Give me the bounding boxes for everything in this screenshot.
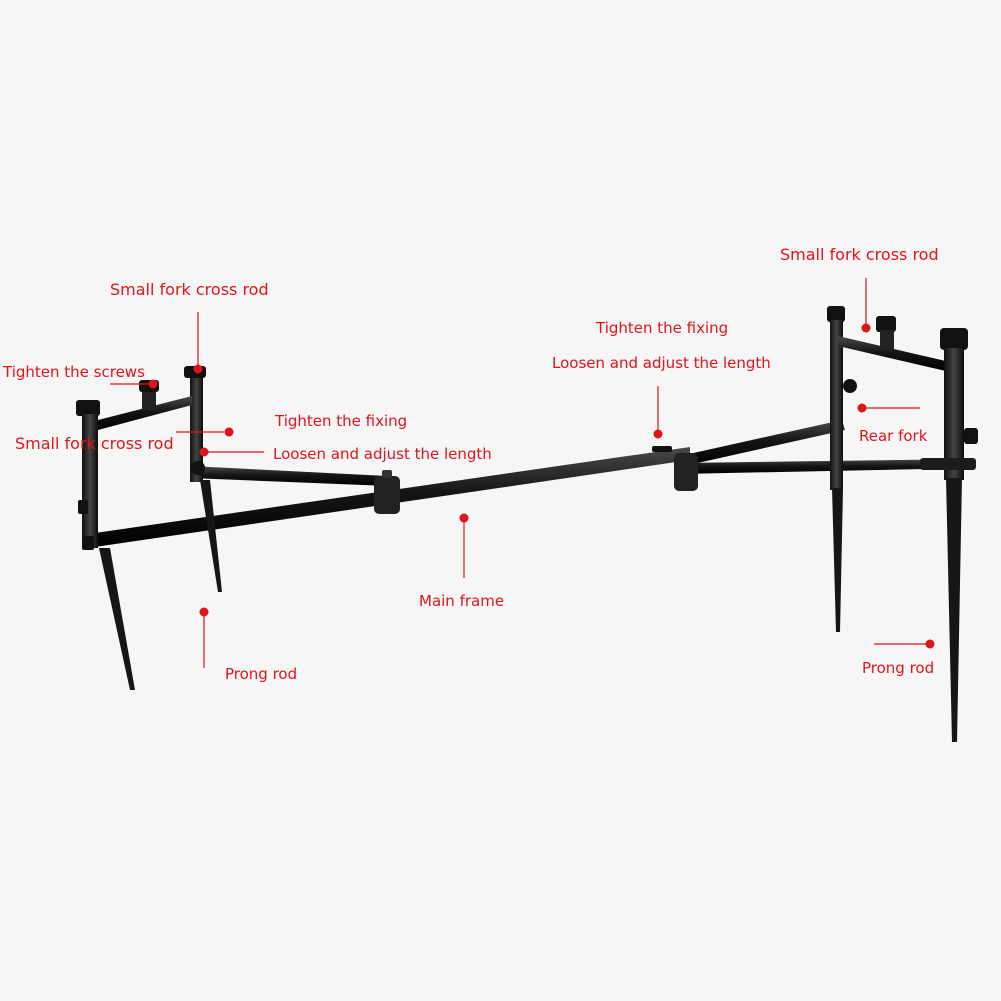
label-tighten-fixing-left: Tighten the fixing: [275, 412, 408, 430]
label-small-fork-cross-rod-top-left: Small fork cross rod: [110, 280, 269, 299]
center-clamp-left: [374, 476, 400, 514]
label-prong-rod-right: Prong rod: [862, 659, 935, 677]
label-main-frame: Main frame: [419, 592, 505, 610]
label-small-fork-cross-rod-left: Small fork cross rod: [15, 434, 174, 453]
main-frame-rear-bar: [190, 466, 388, 486]
main-frame-right-bar: [680, 459, 975, 474]
label-loosen-adjust-right: Loosen and adjust the length: [552, 354, 771, 372]
right-front-post: [920, 328, 978, 742]
main-frame-diagonal-bar: [680, 420, 845, 466]
right-rear-post: [827, 306, 857, 632]
left-small-fork: [98, 380, 192, 430]
annotations: [110, 278, 935, 668]
label-tighten-screws: Tighten the screws: [3, 363, 145, 381]
right-small-fork: [838, 316, 950, 372]
label-small-fork-cross-rod-right: Small fork cross rod: [780, 245, 939, 264]
center-clamp-screw-left: [382, 470, 392, 478]
label-rear-fork: Rear fork: [859, 427, 928, 445]
label-prong-rod-left: Prong rod: [225, 665, 298, 683]
center-clamp-screw: [652, 446, 672, 452]
left-front-post: [76, 400, 135, 690]
main-frame: [88, 420, 975, 548]
label-tighten-fixing-right: Tighten the fixing: [596, 319, 729, 337]
left-rear-post: [184, 366, 222, 592]
label-loosen-adjust-left: Loosen and adjust the length: [273, 445, 492, 463]
center-clamp-right: [674, 453, 698, 491]
